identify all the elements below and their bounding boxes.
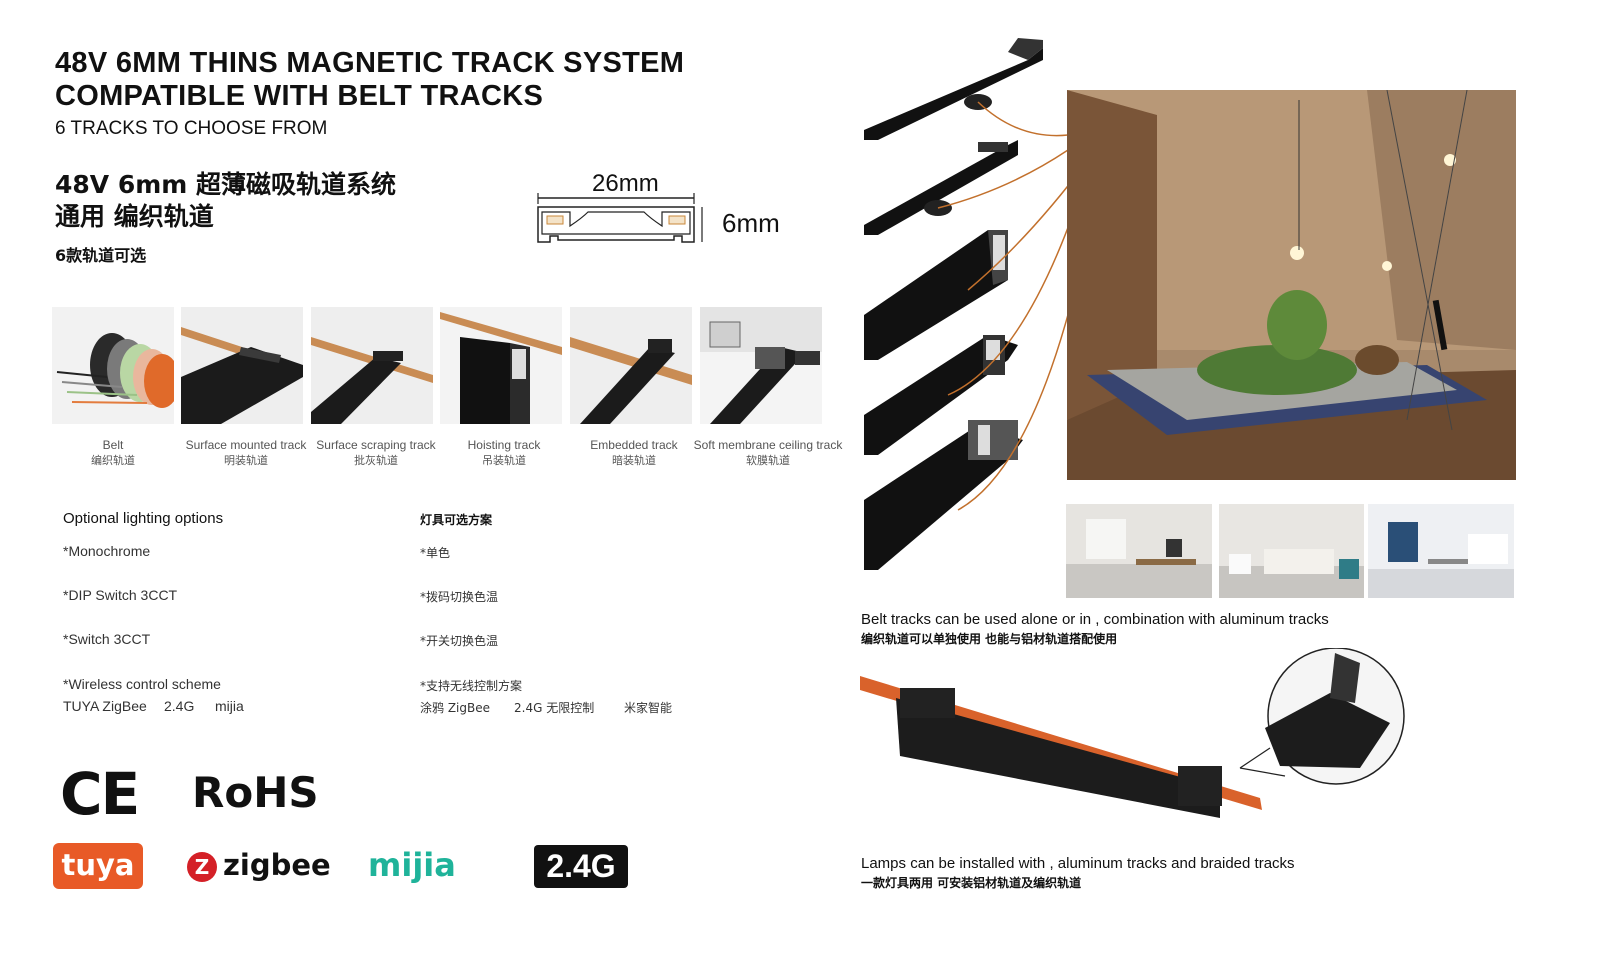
track-render [864,38,1043,140]
hoisting-track-image [440,307,562,424]
zigbee-wordmark: zigbee [223,848,331,882]
track-caption-en: Hoisting track [467,438,541,452]
height-dimension: 6mm [722,208,780,238]
title-zh-line-2: 通用 编织轨道 [55,202,214,231]
page-title: 48V 6MM THINS MAGNETIC TRACK SYSTEM COMP… [55,47,684,113]
track-caption-zh: 编织轨道 [91,454,135,467]
option-item-zh: *开关切换色温 [420,634,499,648]
track-caption-zh: 暗装轨道 [612,454,656,467]
track-caption-en: Embedded track [590,438,678,452]
room-photo-dining [1368,504,1514,598]
track-caption: Surface mounted track 明装轨道 [166,437,326,469]
track-caption: Soft membrane ceiling track 软膜轨道 [685,437,851,469]
title-zh-line-1: 48V 6mm 超薄磁吸轨道系统 [55,170,397,199]
track-caption: Belt 编织轨道 [33,437,193,469]
belt-caption-zh: 编织轨道可以单独使用 也能与铝材轨道搭配使用 [861,632,1118,646]
option-item-en: *DIP Switch 3CCT [63,587,178,603]
option-item-zh: *单色 [420,546,451,560]
track-render [864,230,1008,360]
track-caption: Hoisting track 吊装轨道 [424,437,584,469]
wireless-protocol-en: TUYA ZigBee [63,698,147,714]
mijia-logo: mijia [368,846,456,884]
track-caption: Surface scraping track 批灰轨道 [296,437,456,469]
option-item-en: *Wireless control scheme [63,676,221,692]
zigbee-mark-icon: Z [187,852,217,882]
tuya-logo: tuya [53,843,143,889]
track-caption-zh: 吊装轨道 [482,454,526,467]
page-subtitle-zh: 6款轨道可选 [55,246,147,265]
option-item-zh: *支持无线控制方案 [420,679,523,693]
rohs-logo: RoHS [192,768,319,817]
wireless-protocol-en: 2.4G [164,698,195,714]
track-caption-en: Belt [102,438,124,452]
soft-membrane-track-image [700,307,822,424]
lamp-caption-zh: 一款灯具两用 可安装铝材轨道及编织轨道 [861,876,1082,890]
width-dimension: 26mm [592,170,659,197]
page-subtitle: 6 TRACKS TO CHOOSE FROM [55,118,328,139]
track-render [864,140,1018,235]
room-photo-bedroom [1219,504,1364,598]
track-caption-en: Surface mounted track [185,438,307,452]
track-profile-diagram [537,193,703,243]
options-heading-en: Optional lighting options [63,510,224,527]
option-item-zh: *拨码切换色温 [420,590,499,604]
wireless-protocol-en: mijia [215,698,244,714]
option-item-en: *Monochrome [63,543,151,559]
track-caption-zh: 软膜轨道 [746,454,790,467]
track-renders-stack [864,38,1098,570]
track-caption-zh: 明装轨道 [224,454,268,467]
wireless-protocol-zh: 2.4G 无限控制 [514,701,595,715]
belt-caption-en: Belt tracks can be used alone or in , co… [861,611,1329,628]
surface-mounted-track-image [181,307,303,424]
options-heading-zh: 灯具可选方案 [420,513,493,527]
embedded-track-image [570,307,692,424]
title-line-1: 48V 6MM THINS MAGNETIC TRACK SYSTEM [55,47,685,79]
track-caption-en: Soft membrane ceiling track [693,438,843,452]
track-caption-en: Surface scraping track [316,438,436,452]
ce-logo: CE [60,760,140,828]
surface-scraping-track-image [311,307,433,424]
option-item-en: *Switch 3CCT [63,631,151,647]
belt-track-image [52,307,174,424]
page-title-zh: 48V 6mm 超薄磁吸轨道系统 通用 编织轨道 [55,169,396,233]
room-photo-office [1066,504,1212,598]
title-line-2: COMPATIBLE WITH BELT TRACKS [55,80,544,112]
band-2-4g-logo: 2.4G [534,845,628,888]
track-caption: Embedded track 暗装轨道 [554,437,714,469]
wireless-protocol-zh: 米家智能 [624,701,673,715]
wireless-protocol-zh: 涂鸦 ZigBee [420,701,490,715]
interior-scene-image [1067,90,1516,480]
track-caption-zh: 批灰轨道 [354,454,398,467]
track-render [864,335,1018,455]
lamp-caption-en: Lamps can be installed with , aluminum t… [861,855,1295,872]
lamp-on-belt-illustration [860,648,1405,818]
track-render [864,420,1023,570]
